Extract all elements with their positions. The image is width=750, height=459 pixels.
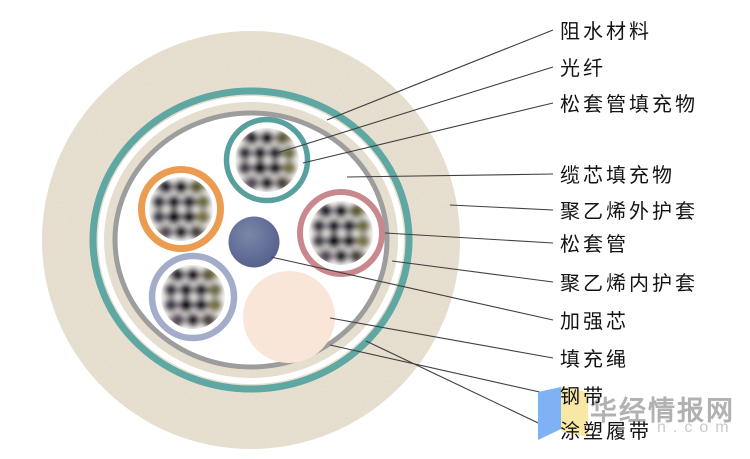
leader-line-pe-inner-sheath: [391, 260, 554, 283]
part-label-coated-tape: 涂塑履带: [560, 420, 652, 443]
part-label-optical-fiber: 光纤: [560, 57, 606, 80]
loose-tube-top: [223, 116, 311, 204]
part-label-cable-core-filling: 缆芯填充物: [560, 164, 675, 187]
steel-tape-ring: [112, 110, 390, 370]
loose-tube-right: [297, 189, 385, 277]
part-label-loose-tube-filling: 松套管填充物: [560, 93, 698, 116]
loose-tube-right-ring: [297, 189, 385, 277]
loose-tube-left-ring: [138, 166, 224, 252]
leader-line-loose-tube-filling: [302, 102, 554, 164]
part-label-filler-rope: 填充绳: [560, 348, 629, 371]
coated-tape-ring: [89, 87, 413, 393]
leader-line-coated-tape: [365, 340, 554, 431]
part-label-strength-member: 加强芯: [560, 310, 629, 333]
loose-tube-left: [138, 166, 224, 252]
part-label-pe-inner-sheath: 聚乙烯内护套: [560, 272, 698, 295]
leader-line-strength-member: [270, 256, 554, 321]
leader-line-filler-rope: [329, 317, 554, 359]
leader-line-steel-tape: [329, 344, 554, 396]
filler-rope-circle: [243, 271, 335, 363]
water-blocking-ring: [98, 96, 404, 384]
part-label-water-blocking-material: 阻水材料: [560, 20, 652, 43]
strength-member-circle: [228, 216, 280, 268]
leader-line-cable-core-filling: [346, 173, 554, 178]
loose-tube-top-ring: [223, 116, 311, 204]
leader-line-optical-fiber: [276, 66, 554, 154]
leader-line-water-blocking-material: [326, 29, 554, 121]
loose-tube-bottom-ring: [148, 252, 238, 342]
leader-line-loose-tube: [384, 232, 554, 244]
part-label-pe-outer-sheath: 聚乙烯外护套: [560, 200, 698, 223]
leader-lines: [270, 29, 554, 431]
part-label-steel-tape: 钢带: [560, 385, 606, 408]
leader-line-pe-outer-sheath: [449, 204, 554, 211]
part-label-loose-tube: 松套管: [560, 233, 629, 256]
loose-tube-bottom: [148, 252, 238, 342]
